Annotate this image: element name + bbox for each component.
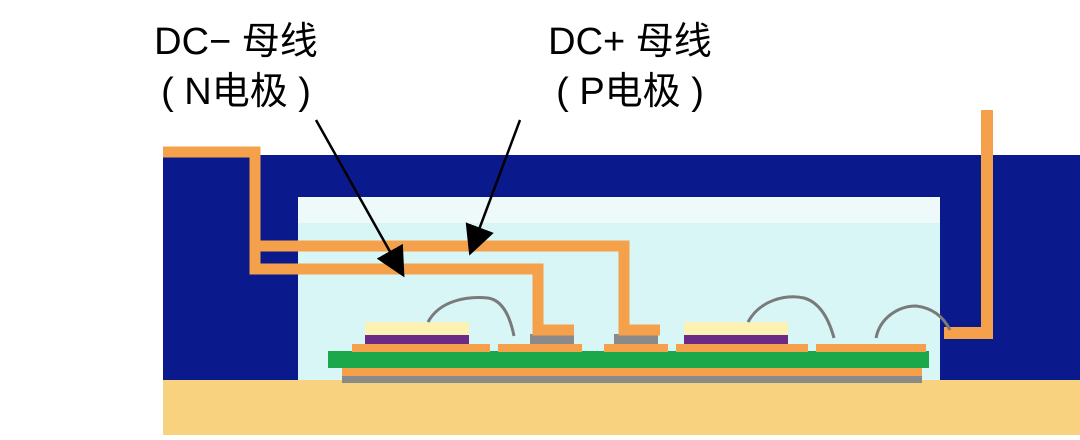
dc-minus-busbar-label: DC− 母线 — [154, 21, 318, 63]
bottom-copper-layer — [342, 367, 922, 376]
chip-1-solder — [365, 334, 469, 344]
chip-2-die — [684, 322, 788, 335]
cavity-top-edge — [298, 197, 940, 223]
n-terminal-foot-solder — [530, 334, 574, 344]
dc-plus-arrow — [465, 119, 522, 256]
top-copper-trace-1 — [352, 344, 490, 352]
baseplate — [163, 380, 1080, 435]
p-terminal-foot-solder — [614, 334, 658, 344]
top-copper-trace-2 — [498, 344, 582, 352]
top-copper-trace-3 — [604, 344, 668, 352]
top-copper-trace-5 — [816, 344, 926, 352]
dc-plus-busbar — [163, 146, 660, 336]
dc-minus-arrow — [314, 119, 405, 278]
chip-2-solder — [684, 334, 788, 344]
bottom-solder-layer — [342, 375, 922, 383]
housing-right-wall — [940, 155, 1080, 380]
substrate-green — [328, 351, 929, 368]
bond-wire-3 — [874, 304, 952, 339]
housing-top-cover — [163, 155, 1080, 197]
dc-minus-busbar — [249, 246, 574, 336]
n-electrode-label: ( N电极 ) — [161, 71, 311, 113]
output-terminal — [944, 110, 993, 339]
chip-1-die — [365, 322, 469, 335]
bond-wire-2 — [746, 295, 836, 339]
p-electrode-label: ( P电极 ) — [556, 71, 704, 113]
bond-wire-1 — [426, 296, 516, 337]
dc-plus-busbar-label: DC+ 母线 — [548, 21, 712, 63]
top-copper-trace-4 — [676, 344, 808, 352]
